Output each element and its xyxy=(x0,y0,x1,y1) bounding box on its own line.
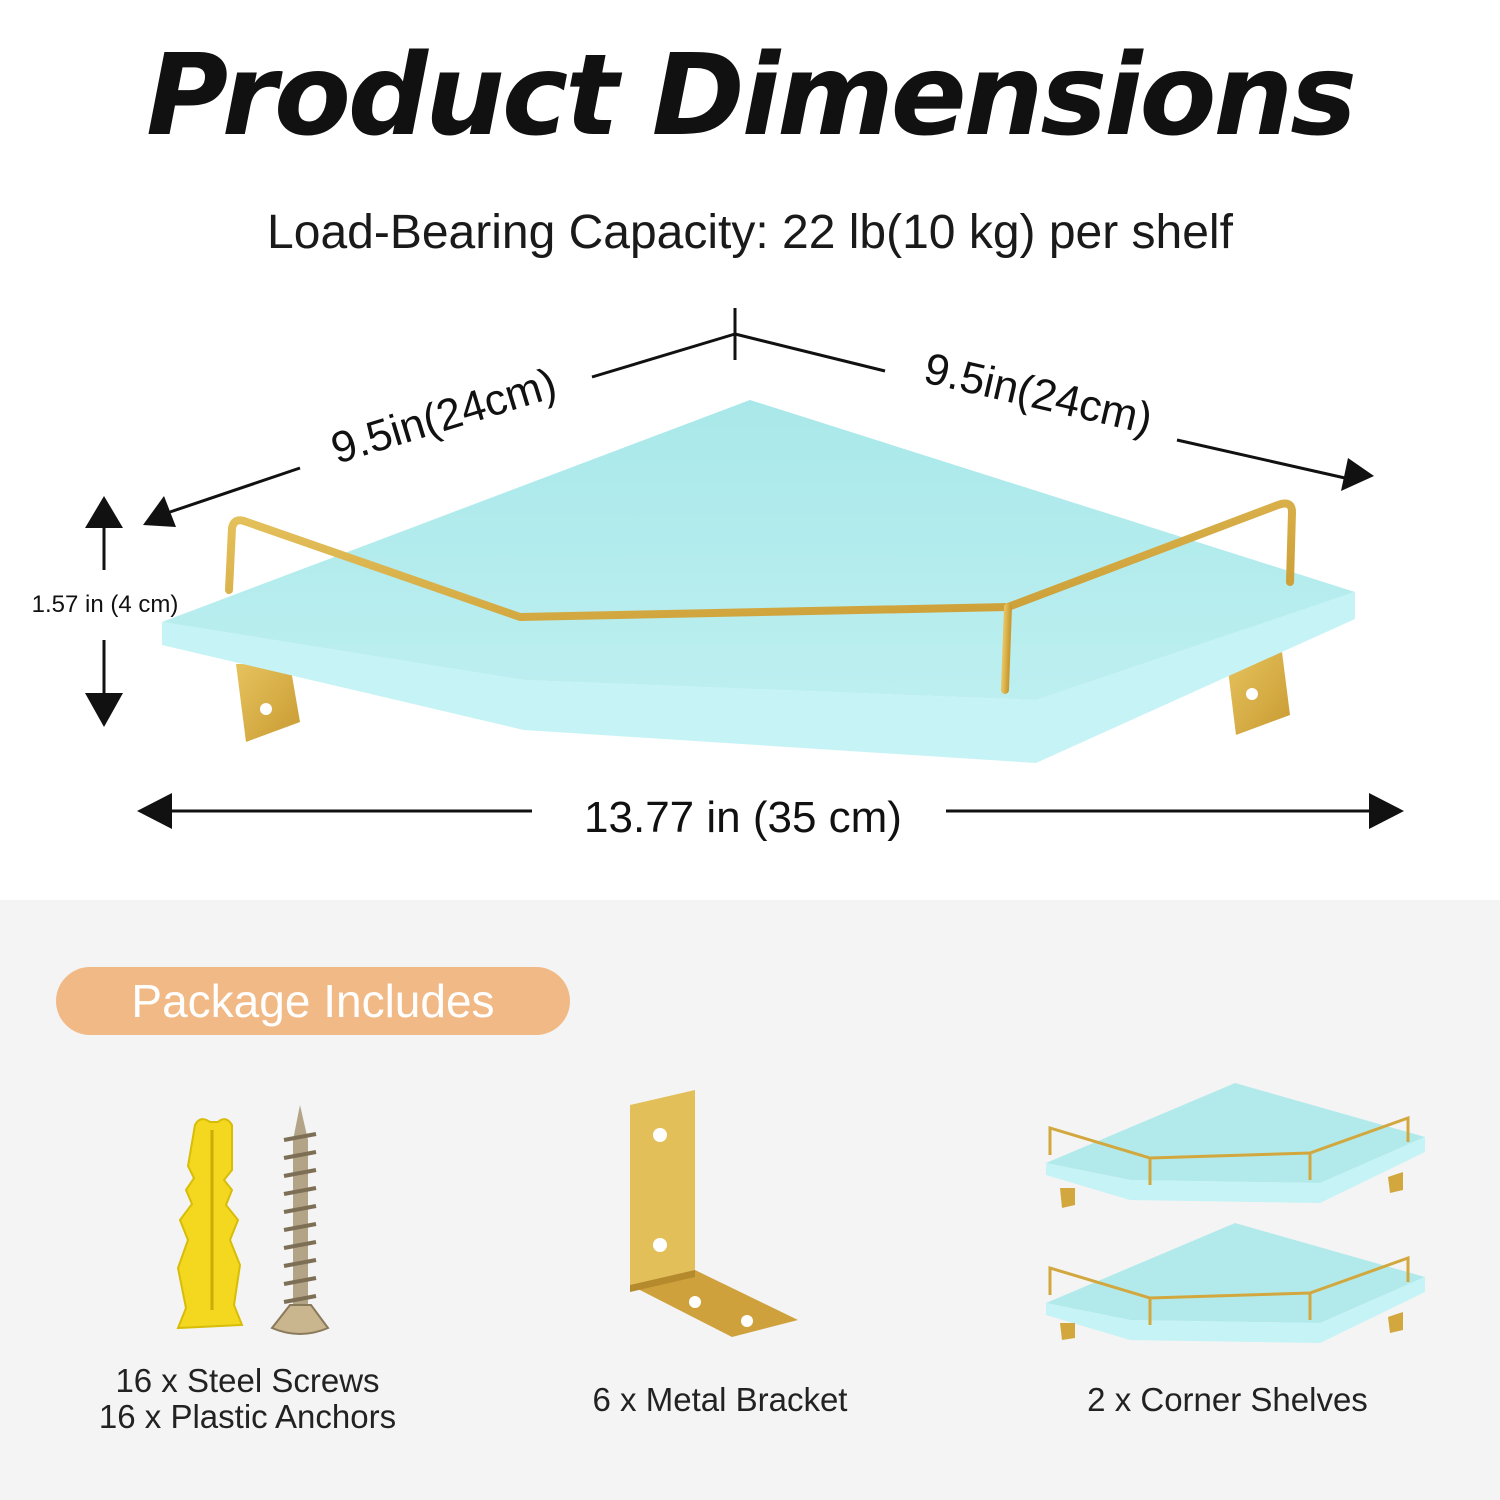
load-capacity-text: Load-Bearing Capacity: 22 lb(10 kg) per … xyxy=(267,206,1233,259)
plastic-anchor-icon xyxy=(176,1118,244,1330)
width-arrow-left xyxy=(137,793,172,829)
corner-shelf-icon-bottom xyxy=(1046,1223,1425,1343)
corner-shelves-image xyxy=(1046,1083,1425,1343)
screws-caption-line1: 16 x Steel Screws xyxy=(115,1362,380,1399)
page-title: Product Dimensions xyxy=(146,31,1357,161)
screws-anchors-image xyxy=(176,1105,330,1335)
corner-shelf xyxy=(162,400,1355,763)
anchors-caption-line2: 16 x Plastic Anchors xyxy=(98,1398,397,1435)
package-includes-heading: Package Includes xyxy=(131,975,495,1027)
metal-bracket-icon xyxy=(630,1090,798,1337)
corner-shelf-icon-top xyxy=(1046,1083,1425,1208)
right-bracket xyxy=(1228,652,1290,735)
height-label: 1.57 in (4 cm) xyxy=(32,591,179,618)
right-edge-line-lower xyxy=(1176,438,1346,480)
left-bracket xyxy=(236,664,300,742)
metal-bracket-image xyxy=(630,1090,798,1337)
height-arrow-up xyxy=(85,496,123,528)
right-edge-label: 9.5in(24cm) xyxy=(920,344,1157,444)
right-edge-line-upper xyxy=(734,332,886,373)
left-edge-line-upper xyxy=(591,332,736,379)
left-edge-line-lower xyxy=(169,466,301,514)
package-includes-badge xyxy=(56,967,570,1035)
gold-rail xyxy=(225,499,1296,704)
right-edge-arrow xyxy=(1341,458,1374,491)
width-arrow-right xyxy=(1369,793,1404,829)
shelf-dimension-diagram: 9.5in(24cm) 9.5in(24cm) 1.57 in (4 cm) 1… xyxy=(32,308,1404,842)
bracket-caption: 6 x Metal Bracket xyxy=(592,1381,848,1418)
width-label: 13.77 in (35 cm) xyxy=(584,793,902,842)
shelves-caption: 2 x Corner Shelves xyxy=(1087,1381,1368,1418)
steel-screw-icon xyxy=(270,1105,330,1335)
left-edge-label: 9.5in(24cm) xyxy=(326,359,562,474)
shelf-front-edge xyxy=(162,592,1355,763)
height-arrow-down xyxy=(85,693,123,727)
left-edge-arrow xyxy=(143,496,176,527)
shelf-top xyxy=(162,400,1355,700)
